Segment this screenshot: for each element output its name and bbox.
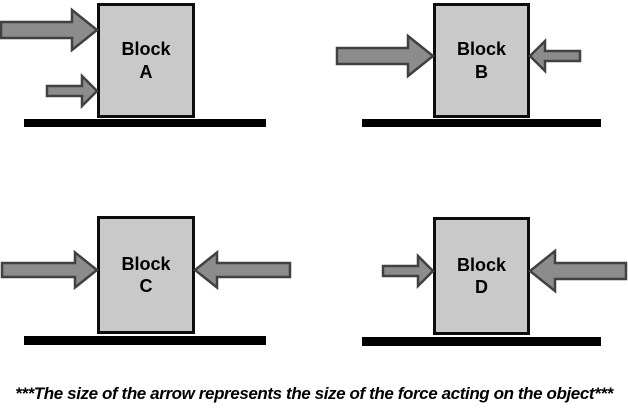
- block-b-label: Block: [456, 39, 507, 59]
- ground-line-c: [24, 336, 266, 345]
- block-c-label: Block: [121, 253, 171, 274]
- block-d-label: Block: [456, 254, 507, 275]
- block-b-letter: B: [475, 61, 488, 82]
- force-arrow-c-medium-right: [0, 249, 100, 291]
- ground-line-a: [24, 119, 266, 127]
- figure-caption: ***The size of the arrow represents the …: [15, 384, 613, 403]
- force-arrow-b-large-right: [335, 33, 436, 79]
- force-arrow-a-large-right: [0, 7, 100, 53]
- force-arrow-d-small-right: [381, 252, 435, 290]
- block-a-letter: A: [139, 61, 153, 82]
- ground-line-d: [362, 337, 601, 346]
- ground-line-b: [362, 119, 601, 127]
- force-arrow-b-small-left: [528, 37, 582, 75]
- force-arrow-c-medium-left: [192, 249, 292, 291]
- force-arrow-d-large-left: [527, 248, 628, 294]
- block-d-letter: D: [475, 277, 488, 297]
- block-a-label: Block: [121, 39, 171, 59]
- force-arrow-a-small-right: [45, 72, 99, 110]
- block-c-letter: C: [139, 276, 153, 296]
